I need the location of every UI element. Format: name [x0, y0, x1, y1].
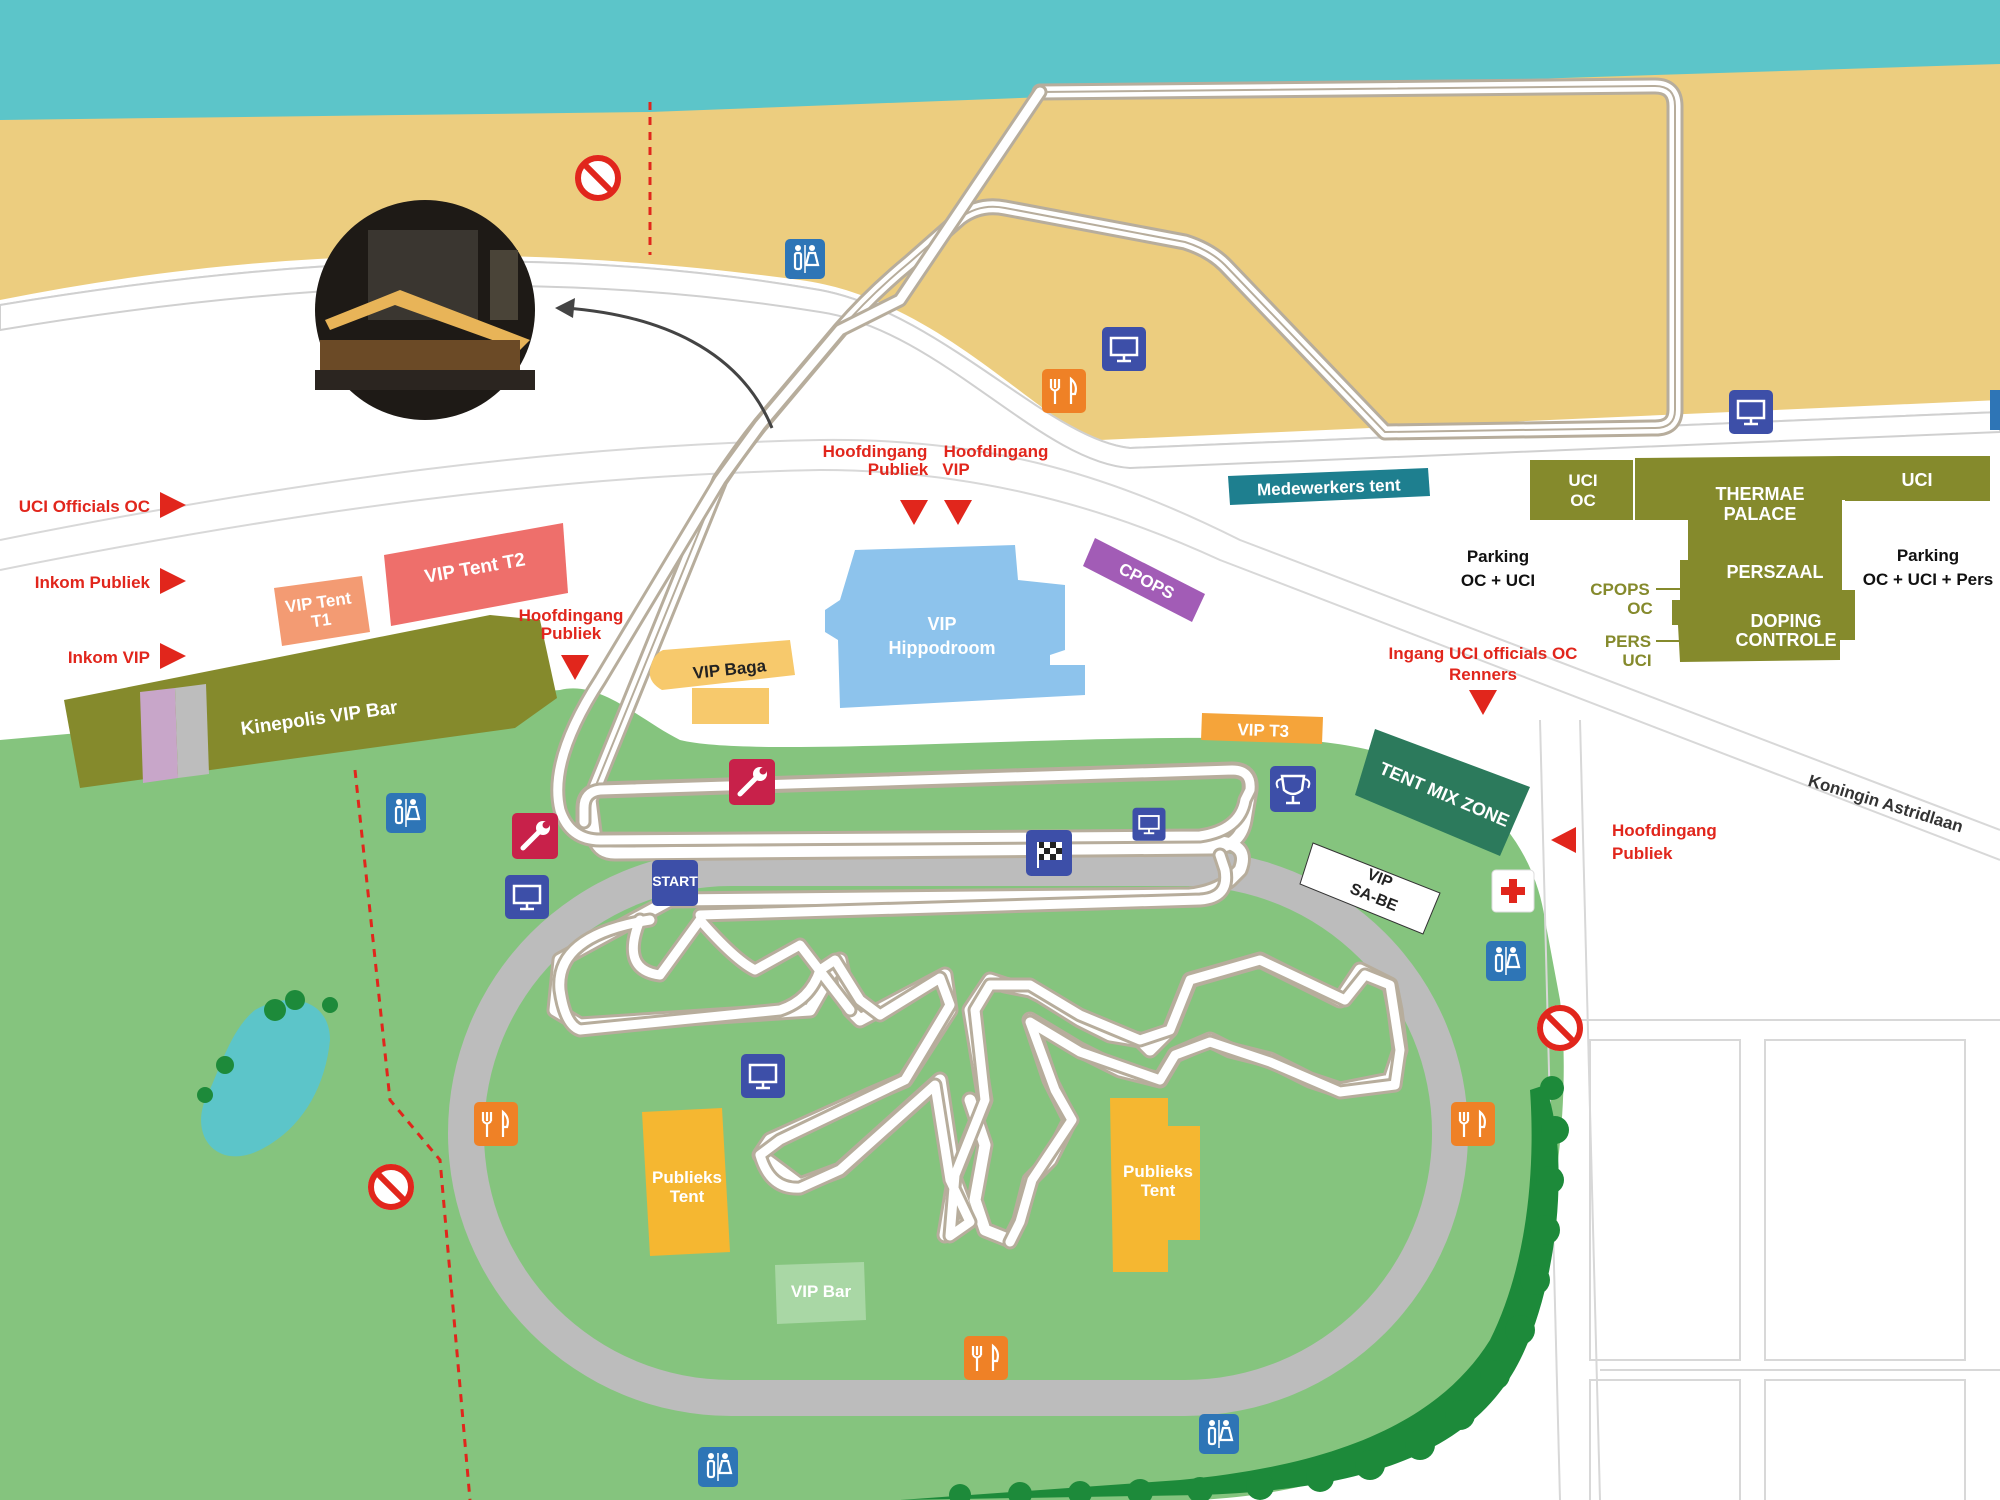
screen-icon[interactable]: [1100, 325, 1148, 373]
parking-right-line2: OC + UCI + Pers: [1863, 570, 1993, 589]
toilet-icon[interactable]: [1197, 1412, 1241, 1456]
mechanic-icon[interactable]: [729, 759, 775, 805]
cyclocross-course: [546, 77, 1684, 1250]
svg-text:UCI: UCI: [1568, 471, 1597, 490]
screen-icon[interactable]: [503, 873, 551, 921]
vip-tent-t1[interactable]: VIP Tent T1: [274, 576, 370, 646]
svg-text:PALACE: PALACE: [1724, 504, 1797, 524]
svg-text:Tent: Tent: [1141, 1181, 1176, 1200]
svg-text:VIP: VIP: [942, 460, 969, 479]
toilet-icon[interactable]: [696, 1445, 740, 1489]
parking-right-line1: Parking: [1897, 546, 1959, 565]
svg-text:Publiek: Publiek: [541, 624, 602, 643]
svg-text:UCI: UCI: [1902, 470, 1933, 490]
svg-text:T1: T1: [310, 610, 332, 632]
cpops-oc-label: CPOPS OC: [1590, 580, 1690, 618]
photo-inset: [315, 200, 535, 420]
no-entry-icon: [1537, 1005, 1583, 1051]
no-entry-icon: [575, 155, 621, 201]
finish-flag-icon[interactable]: [1026, 830, 1072, 876]
mechanic-icon[interactable]: [512, 813, 558, 859]
svg-text:CONTROLE: CONTROLE: [1736, 630, 1837, 650]
svg-text:Hoofdingang: Hoofdingang: [519, 606, 624, 625]
toilet-icon[interactable]: [384, 791, 428, 835]
food-icon[interactable]: [1449, 1100, 1497, 1148]
svg-text:Publieks: Publieks: [1123, 1162, 1193, 1181]
entrance-hoofdingang-publiek-left[interactable]: Hoofdingang Publiek: [519, 606, 624, 680]
svg-text:UCI: UCI: [1622, 651, 1651, 670]
toilet-icon[interactable]: [783, 237, 827, 281]
arrow-head: [555, 298, 575, 318]
svg-text:DOPING: DOPING: [1750, 611, 1821, 631]
svg-text:Renners: Renners: [1449, 665, 1517, 684]
entrance-ingang-uci-officials[interactable]: Ingang UCI officials OC Renners: [1389, 644, 1578, 715]
start-marker[interactable]: START: [652, 860, 698, 906]
pers-uci-label: PERS UCI: [1605, 632, 1682, 670]
svg-text:PERSZAAL: PERSZAAL: [1726, 562, 1823, 582]
svg-text:Hoofdingang: Hoofdingang: [944, 442, 1049, 461]
svg-text:Inkom VIP: Inkom VIP: [68, 648, 150, 667]
edge-icon: [1990, 390, 2000, 430]
svg-text:Hippodroom: Hippodroom: [889, 638, 996, 658]
medewerkers-tent[interactable]: Medewerkers tent: [1228, 468, 1430, 505]
svg-text:OC: OC: [1570, 491, 1596, 510]
svg-text:Publiek: Publiek: [868, 460, 929, 479]
svg-text:Ingang UCI officials OC: Ingang UCI officials OC: [1389, 644, 1578, 663]
food-icon[interactable]: [1040, 367, 1088, 415]
thermae-palace-complex[interactable]: UCI OC THERMAE PALACE UCI PERSZAAL DOPIN…: [1530, 456, 1990, 662]
entrance-hoofdingang-publiek-right[interactable]: Hoofdingang Publiek: [1551, 821, 1717, 863]
svg-text:VIP: VIP: [927, 614, 956, 634]
svg-text:CPOPS: CPOPS: [1590, 580, 1650, 599]
svg-text:OC: OC: [1627, 599, 1653, 618]
trophy-icon[interactable]: [1270, 766, 1316, 812]
entrance-inkom-vip[interactable]: Inkom VIP: [68, 643, 186, 669]
screen-icon[interactable]: [739, 1052, 787, 1100]
vip-baga[interactable]: VIP Baga: [649, 640, 795, 724]
toilet-icon[interactable]: [1484, 939, 1528, 983]
entrance-uci-officials-oc[interactable]: UCI Officials OC: [19, 492, 186, 518]
fence-lines: [353, 102, 652, 1500]
parking-left-line1: Parking: [1467, 547, 1529, 566]
food-icon[interactable]: [472, 1100, 520, 1148]
vip-tent-t2[interactable]: VIP Tent T2: [384, 523, 568, 626]
vip-t3[interactable]: VIP T3: [1201, 713, 1323, 744]
svg-text:THERMAE: THERMAE: [1716, 484, 1805, 504]
svg-text:VIP Bar: VIP Bar: [791, 1282, 852, 1301]
kinepolis-vip-bar[interactable]: Kinepolis VIP Bar: [64, 615, 557, 788]
pond: [201, 1000, 330, 1157]
svg-text:UCI Officials OC: UCI Officials OC: [19, 497, 150, 516]
svg-text:START: START: [652, 873, 698, 889]
no-entry-icon: [368, 1164, 414, 1210]
screen-icon[interactable]: [1131, 806, 1167, 842]
svg-text:Tent: Tent: [670, 1187, 705, 1206]
vip-bar[interactable]: VIP Bar: [775, 1262, 866, 1324]
food-icon[interactable]: [962, 1334, 1010, 1382]
svg-text:Publieks: Publieks: [652, 1168, 722, 1187]
screen-icon[interactable]: [1727, 388, 1775, 436]
trees: [197, 990, 1569, 1500]
first-aid-icon[interactable]: [1491, 869, 1535, 913]
entrance-inkom-publiek[interactable]: Inkom Publiek: [35, 568, 186, 594]
publieks-tent-left[interactable]: Publieks Tent: [642, 1108, 730, 1256]
svg-text:Inkom Publiek: Inkom Publiek: [35, 573, 151, 592]
svg-text:Hoofdingang: Hoofdingang: [823, 442, 928, 461]
arrow-to-photo: [564, 306, 774, 429]
vip-hippodroom[interactable]: VIP Hippodroom: [825, 545, 1085, 708]
svg-text:Publiek: Publiek: [1612, 844, 1673, 863]
svg-text:PERS: PERS: [1605, 632, 1651, 651]
parking-left-line2: OC + UCI: [1461, 571, 1535, 590]
entrance-hoofdingang-vip[interactable]: Hoofdingang VIP: [942, 442, 1048, 525]
entrance-hoofdingang-publiek-top[interactable]: Hoofdingang Publiek: [823, 442, 929, 525]
publieks-tent-right[interactable]: Publieks Tent: [1110, 1098, 1200, 1272]
svg-text:Hoofdingang: Hoofdingang: [1612, 821, 1717, 840]
svg-text:VIP T3: VIP T3: [1237, 720, 1289, 741]
